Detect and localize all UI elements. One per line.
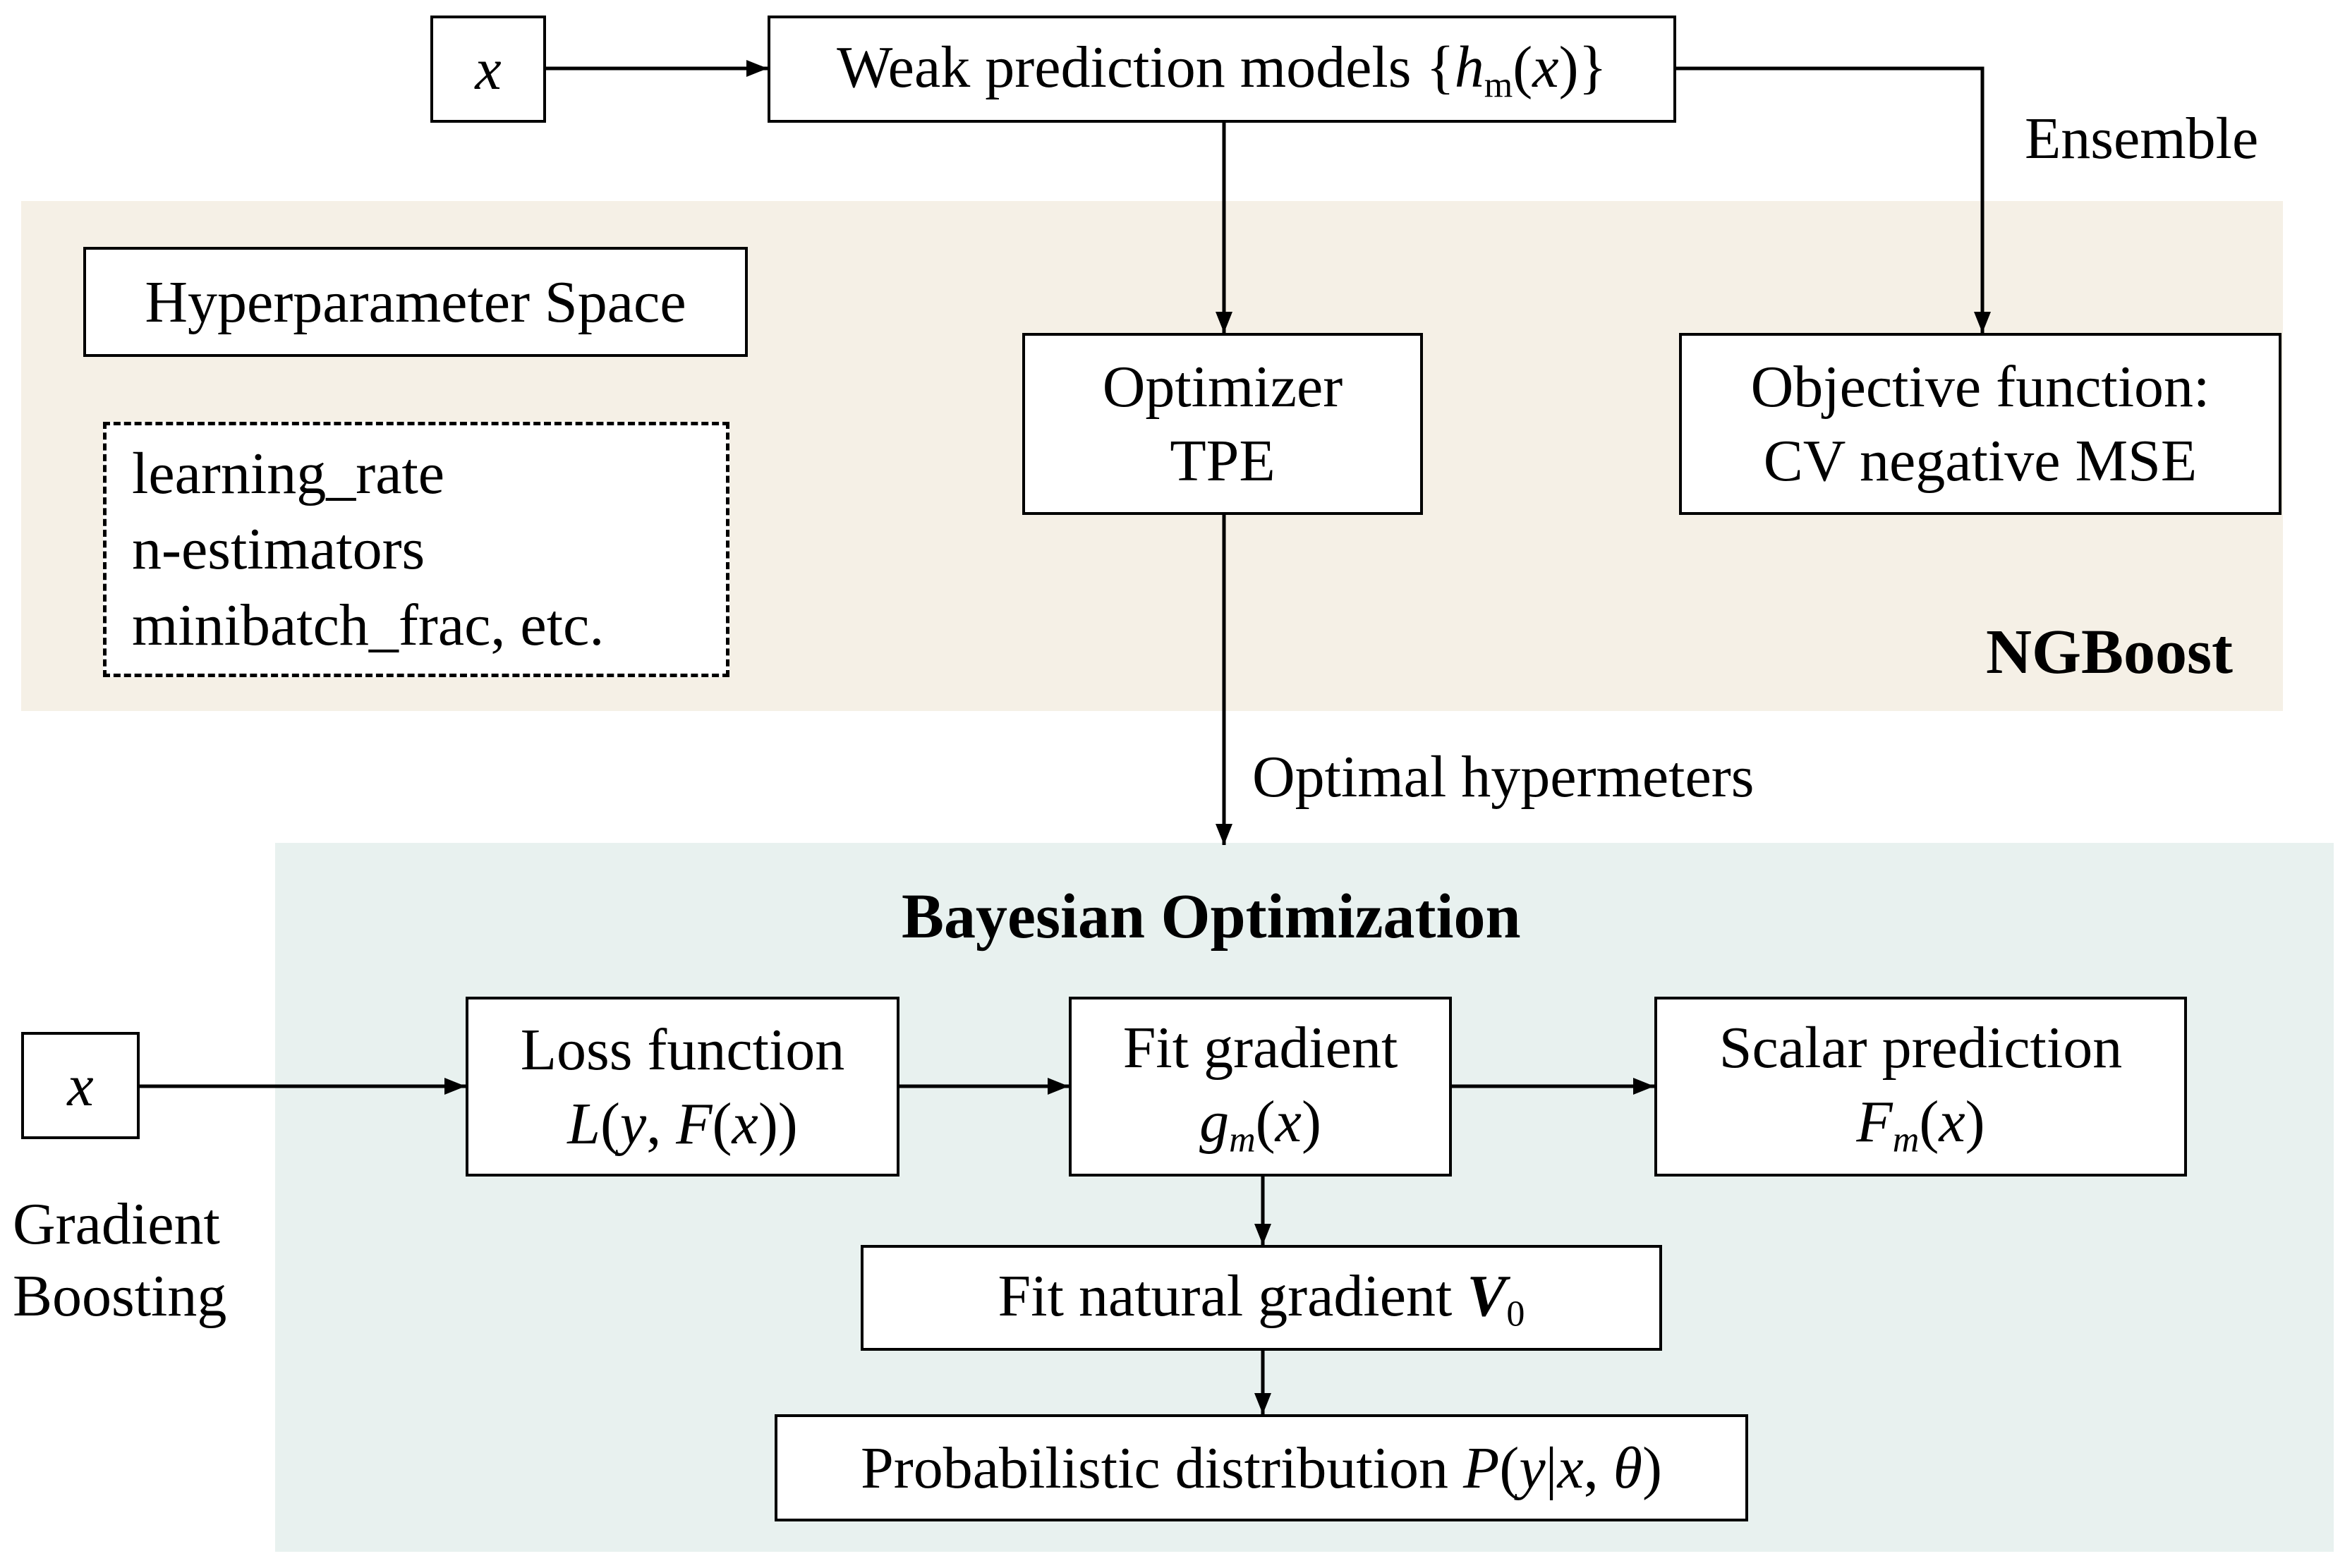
weak-prediction-models-box: Weak prediction models {hm(x)} xyxy=(768,16,1676,123)
arrowhead xyxy=(1254,1224,1271,1245)
optimizer-label: Optimizer xyxy=(1102,354,1343,420)
param-learning-rate: learning_rate xyxy=(132,440,445,506)
scalar-prediction-box: Scalar prediction Fm(x) xyxy=(1654,997,2187,1177)
probabilistic-distribution-box: Probabilistic distribution P(y|x, θ) xyxy=(775,1414,1748,1521)
input-x-box-top: x xyxy=(430,16,546,123)
arrowhead xyxy=(1048,1078,1069,1095)
arrow-weak-models-to-objective xyxy=(1676,66,1985,333)
cv-negative-mse-label: CV negative MSE xyxy=(1763,428,2198,494)
arrowhead xyxy=(1974,312,1991,333)
fit-gradient-box: Fit gradient gm(x) xyxy=(1069,997,1452,1177)
arrowhead xyxy=(1216,312,1232,333)
gradient-boosting-label: Gradient Boosting xyxy=(13,1189,267,1333)
optimal-hypermeters-label: Optimal hypermeters xyxy=(1252,744,1755,810)
weak-prediction-models-label: Weak prediction models {hm(x)} xyxy=(837,34,1607,106)
input-x-label: x xyxy=(475,36,502,102)
loss-function-formula: L(y, F(x)) xyxy=(567,1090,798,1157)
probabilistic-distribution-label: Probabilistic distribution P(y|x, θ) xyxy=(861,1435,1662,1501)
loss-function-box: Loss function L(y, F(x)) xyxy=(466,997,899,1177)
tpe-label: TPE xyxy=(1170,428,1275,494)
hyperparameter-space-label: Hyperparameter Space xyxy=(145,269,686,335)
input-x-label-bottom: x xyxy=(67,1052,94,1119)
arrowhead xyxy=(1216,824,1232,845)
fit-natural-gradient-label: Fit natural gradient V0 xyxy=(998,1263,1525,1335)
param-n-estimators: n-estimators xyxy=(132,516,425,583)
scalar-prediction-label: Scalar prediction xyxy=(1719,1014,2123,1081)
fit-natural-gradient-box: Fit natural gradient V0 xyxy=(861,1245,1662,1351)
arrowhead xyxy=(1633,1078,1654,1095)
bayesian-optimization-title: Bayesian Optimization xyxy=(902,882,1521,952)
input-x-box-bottom: x xyxy=(21,1032,140,1139)
arrowhead xyxy=(746,60,768,77)
loss-function-label: Loss function xyxy=(520,1016,845,1083)
ngboost-title: NGBoost xyxy=(1986,617,2234,687)
hyperparameter-space-box: Hyperparameter Space xyxy=(83,247,748,357)
gradient-boosting-line1: Gradient xyxy=(13,1191,220,1257)
fit-gradient-label: Fit gradient xyxy=(1122,1014,1398,1081)
scalar-prediction-formula: Fm(x) xyxy=(1856,1088,1985,1160)
arrowhead xyxy=(444,1078,466,1095)
ensemble-label: Ensemble xyxy=(2025,106,2259,171)
arrowhead xyxy=(1254,1393,1271,1414)
hyperparameter-list-box: learning_rate n-estimators minibatch_fra… xyxy=(103,422,729,677)
fit-gradient-formula: gm(x) xyxy=(1199,1088,1321,1160)
objective-function-label: Objective function: xyxy=(1750,354,2210,420)
gradient-boosting-line2: Boosting xyxy=(13,1263,227,1330)
optimizer-tpe-box: Optimizer TPE xyxy=(1022,333,1423,515)
objective-function-box: Objective function: CV negative MSE xyxy=(1679,333,2282,515)
param-minibatch-frac: minibatch_frac, etc. xyxy=(132,592,605,658)
